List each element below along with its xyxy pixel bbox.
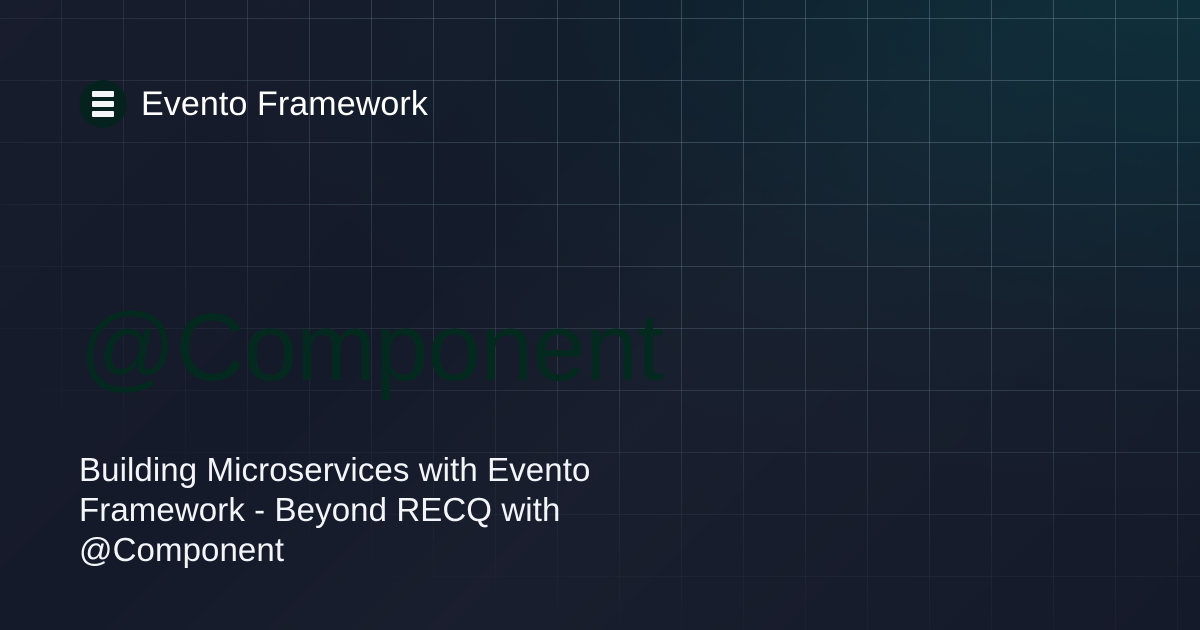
page-title: Building Microservices with Evento Frame… (79, 451, 591, 569)
hamburger-bar-top (92, 91, 114, 97)
brand-name: Evento Framework (141, 85, 428, 123)
header: Evento Framework (79, 80, 428, 128)
hamburger-menu-icon[interactable] (79, 80, 127, 128)
hamburger-bar-middle (92, 101, 114, 107)
hamburger-bar-bottom (92, 111, 114, 117)
